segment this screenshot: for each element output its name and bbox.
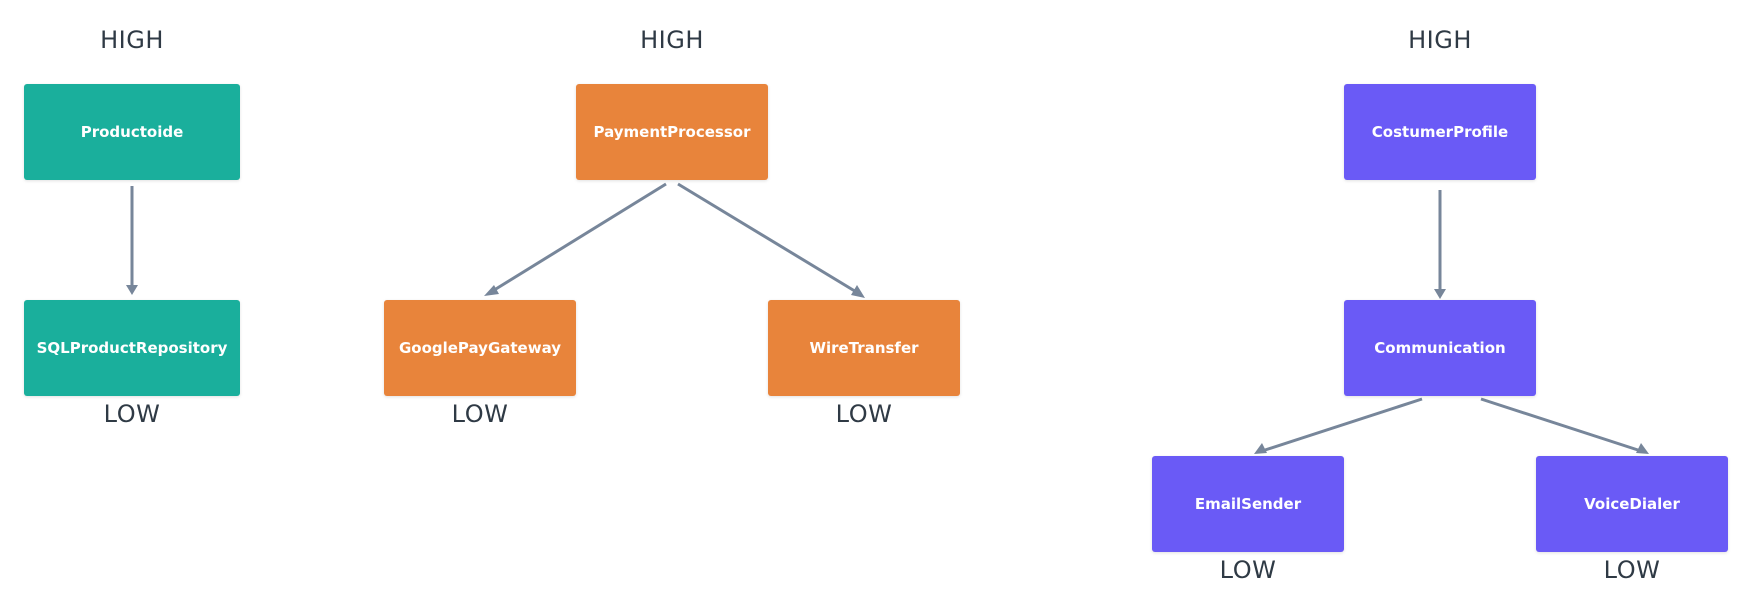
low-label-voicedialer: LOW	[1603, 556, 1661, 584]
node-paymentprocessor: PaymentProcessor	[576, 84, 768, 180]
edge-communication-to-voicedialer	[1480, 397, 1642, 453]
low-label-emailsender: LOW	[1219, 556, 1277, 584]
high-label-customer: HIGH	[1408, 26, 1472, 54]
node-sqlproductrepository: SQLProductRepository	[24, 300, 240, 396]
node-wiretransfer: WireTransfer	[768, 300, 960, 396]
edge-communication-to-emailsender	[1261, 397, 1423, 453]
node-voicedialer: VoiceDialer	[1536, 456, 1728, 552]
node-googlepaygateway: GooglePayGateway	[384, 300, 576, 396]
node-emailsender: EmailSender	[1152, 456, 1344, 552]
node-productoide: Productoide	[24, 84, 240, 180]
edge-paymentprocessor-to-googlepaygateway	[490, 182, 667, 294]
arrowhead-voicedialer	[1636, 443, 1649, 454]
arrowhead-googlepaygateway	[484, 285, 499, 296]
low-label-googlepaygateway: LOW	[451, 400, 509, 428]
high-label-product: HIGH	[100, 26, 164, 54]
high-label-payment: HIGH	[640, 26, 704, 54]
node-communication: Communication	[1344, 300, 1536, 396]
low-label-wiretransfer: LOW	[835, 400, 893, 428]
arrowhead-emailsender	[1254, 443, 1267, 454]
node-costumerprofile: CostumerProfile	[1344, 84, 1536, 180]
edge-paymentprocessor-to-wiretransfer	[677, 182, 859, 295]
arrowhead-sqlproductrepository	[126, 285, 138, 295]
arrowhead-wiretransfer	[851, 285, 865, 298]
arrowhead-communication	[1434, 289, 1446, 299]
low-label-sqlproductrepository: LOW	[103, 400, 161, 428]
